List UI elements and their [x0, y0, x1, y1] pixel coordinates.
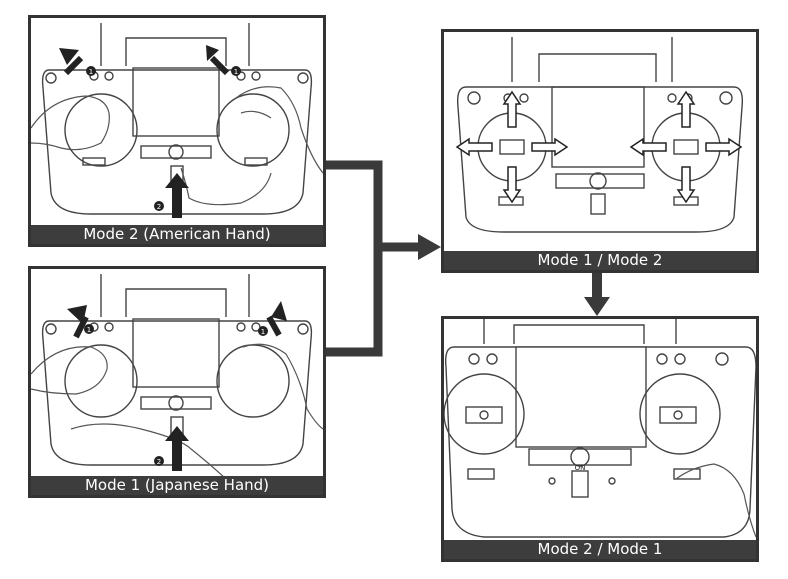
left-stick-arrows: [455, 90, 569, 204]
connector-arrowhead-right: [418, 234, 441, 260]
bottom-hand: [70, 423, 232, 485]
step-number-1-right: 1: [261, 328, 265, 336]
step-badge-1-right: [231, 66, 241, 76]
right-hand: [675, 463, 756, 538]
caption-mode1-mode2: Mode 1 / Mode 2: [444, 251, 756, 270]
panel-mode1-japanese: 1 1 2 Mode 1 (Japanese Hand): [28, 266, 326, 498]
right-stick-arrows: [629, 90, 743, 204]
bottom-hand: [180, 167, 272, 206]
step-number-1-right: 1: [234, 68, 238, 76]
panel-mode2-american: 1 1 2 Mode 2 (American Hand): [28, 15, 326, 247]
step-number-1-left: 1: [87, 326, 91, 334]
controller-illustration: 1 1 2: [31, 23, 323, 218]
controller-illustration: 1 1 2: [31, 274, 323, 485]
right-hand: [242, 343, 323, 430]
step-number-2: 2: [157, 458, 161, 466]
controller-illustration: [455, 37, 744, 233]
step-badge-1-left: [86, 66, 96, 76]
step-number-1-left: 1: [89, 68, 93, 76]
caption-mode2-american: Mode 2 (American Hand): [31, 225, 323, 244]
panel-mode1-mode2: Mode 1 / Mode 2: [441, 29, 759, 273]
controller-illustration: ON: [444, 319, 756, 538]
caption-mode2-mode1: Mode 2 / Mode 1: [444, 540, 756, 559]
down-arrow-head: [584, 297, 610, 316]
step-badge-2: [154, 201, 164, 211]
down-arrow-shaft: [592, 273, 602, 299]
panel-mode2-mode1: ON Mode 2 / Mode 1: [441, 316, 759, 562]
step-badge-1-right: [258, 326, 268, 336]
left-hand: [31, 346, 108, 395]
connector-line-bottom: [326, 247, 383, 357]
caption-mode1-japanese: Mode 1 (Japanese Hand): [31, 476, 323, 495]
connector-line-top: [326, 160, 383, 247]
step-number-2: 2: [157, 203, 161, 211]
step-badge-2: [154, 456, 164, 466]
left-hand: [31, 95, 110, 151]
switch-on-label: ON: [575, 464, 586, 472]
step-badge-1-left: [84, 324, 94, 334]
right-hand: [235, 86, 323, 174]
